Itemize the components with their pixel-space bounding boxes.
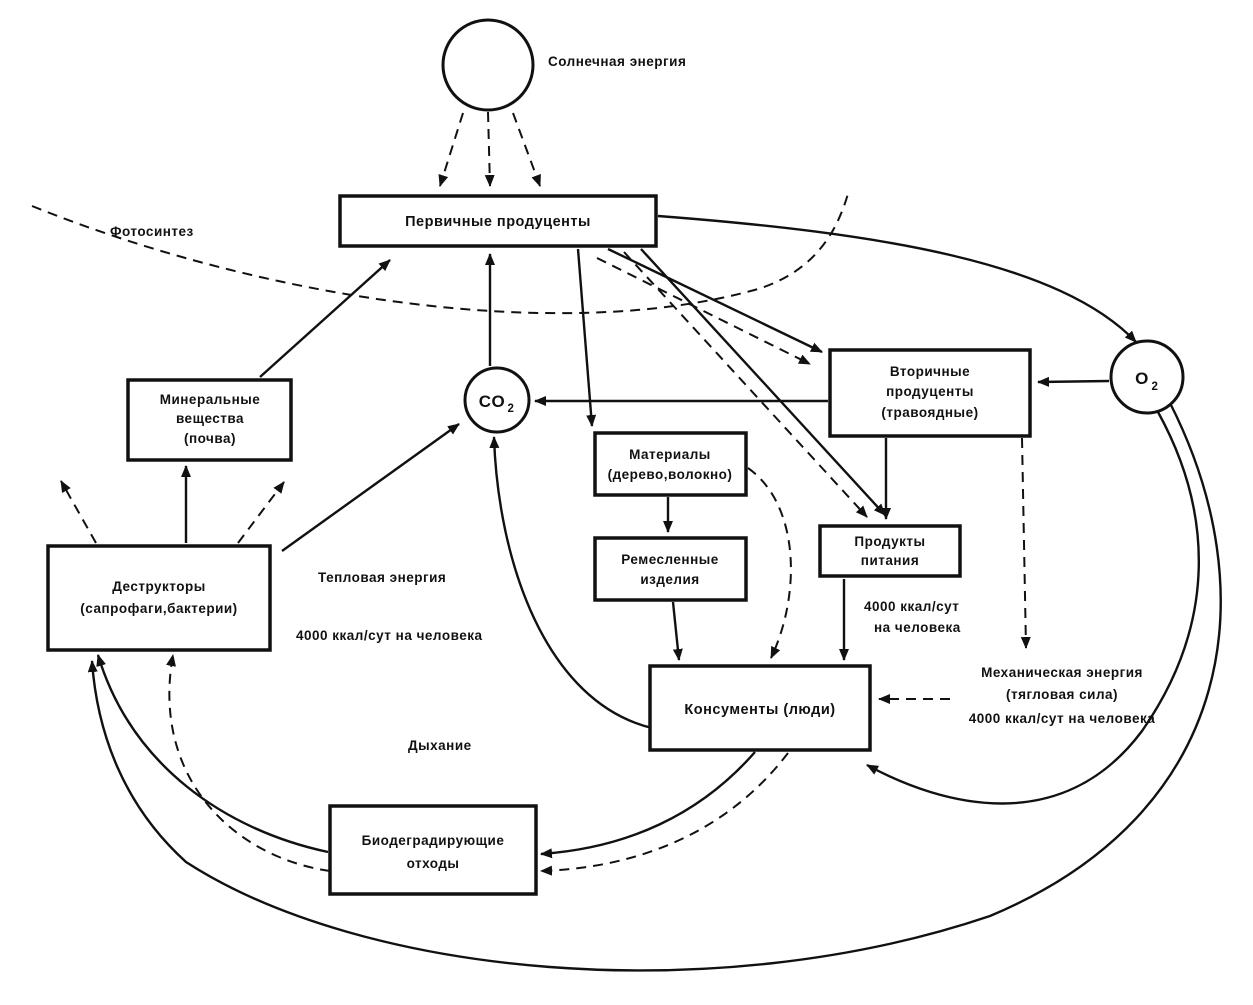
edge-primary-to-secondary-dashed <box>596 257 811 365</box>
sun-label: Солнечная энергия <box>548 54 686 69</box>
destructors-box <box>46 544 272 652</box>
secondary-producers-label-line2: продуценты <box>886 384 974 399</box>
edge-primary-to-secondary <box>607 247 823 354</box>
edge-primary-to-food-dashed <box>623 251 868 518</box>
destructors-label-line1: Деструкторы <box>112 579 206 594</box>
materials-label-line1: Материалы <box>629 447 711 462</box>
secondary-producers-label-line1: Вторичные <box>890 364 970 379</box>
primary-producers-box <box>338 194 658 248</box>
thermal-energy-label: Тепловая энергия <box>318 570 446 585</box>
food-products-box <box>818 524 962 578</box>
edge-o2-loop-to-consumers <box>866 411 1201 805</box>
craft-products-box <box>593 536 748 602</box>
edge-consumers-to-waste-dashed <box>540 752 789 876</box>
edge-materials-to-consumers-dashed <box>747 467 792 659</box>
edge-primary-to-o2 <box>657 214 1137 343</box>
co2-subscript: 2 <box>508 403 515 415</box>
consumers-label: Консументы (люди) <box>684 702 835 718</box>
o2-label: O <box>1135 369 1149 388</box>
edge-outer-loop-to-destructors <box>87 402 1222 972</box>
edge-primary-to-food <box>640 248 886 516</box>
edge-photosynthesis-arc <box>31 189 850 315</box>
photosynthesis-label: Фотосинтез <box>110 224 194 239</box>
materials-label-line2: (дерево,волокно) <box>608 467 733 482</box>
biodegradable-waste-label-line1: Биодеградирующие <box>362 833 505 848</box>
mechanical-energy-label-line2: (тягловая сила) <box>1006 687 1118 702</box>
edge-waste-to-destructors <box>96 654 329 854</box>
edge-destructors-out-right-dashed <box>237 481 285 544</box>
craft-products-label-line2: изделия <box>640 572 699 587</box>
consumers-box <box>648 664 872 752</box>
mineral-substances-box <box>126 378 293 462</box>
materials-box <box>593 431 748 497</box>
craft-products-label-line1: Ремесленные <box>621 552 719 567</box>
edge-destructors-to-co2 <box>281 423 460 552</box>
edge-o2-to-secondary <box>1037 376 1110 387</box>
biodegradable-waste-label-line2: отходы <box>407 856 460 871</box>
primary-producers-label: Первичные продуценты <box>405 214 591 230</box>
food-products-label-line1: Продукты <box>854 534 925 549</box>
food-products-label-line2: питания <box>861 553 919 568</box>
o2-node <box>1109 339 1185 415</box>
mechanical-energy-label-line1: Механическая энергия <box>981 665 1143 680</box>
mineral-substances-label-line1: Минеральные <box>160 392 261 407</box>
free-labels-group: Фотосинтез Тепловая энергия 4000 ккал/су… <box>110 224 1155 753</box>
edge-sun-to-primary-right <box>512 112 541 187</box>
edge-consumers-to-waste <box>540 751 756 859</box>
mechanical-energy-label-line3: 4000 ккал/сут на человека <box>969 711 1155 726</box>
kcal-per-person-right-label-line2: на человека <box>874 620 961 635</box>
edge-mineral-to-primary <box>259 259 391 378</box>
co2-node <box>463 366 531 434</box>
edge-sun-to-primary-left <box>438 112 464 187</box>
respiration-label: Дыхание <box>408 738 472 753</box>
edge-destructors-out-left-dashed <box>60 480 97 544</box>
mineral-substances-label-line2: вещества <box>176 411 244 426</box>
nodes-group: Солнечная энергия Первичные продуценты М… <box>46 18 1185 896</box>
edge-crafts-to-consumers <box>671 601 683 661</box>
secondary-producers-label-line3: (травоядные) <box>881 405 978 420</box>
edge-primary-to-materials <box>576 248 597 427</box>
kcal-per-person-left-label: 4000 ккал/сут на человека <box>296 628 482 643</box>
edges-group <box>31 111 1222 972</box>
kcal-per-person-right-label-line1: 4000 ккал/сут <box>864 599 959 614</box>
secondary-producers-box <box>828 348 1032 438</box>
destructors-label-line2: (сапрофаги,бактерии) <box>80 601 237 616</box>
edge-sun-to-primary-mid <box>484 111 495 187</box>
o2-subscript: 2 <box>1152 381 1159 393</box>
biodegradable-waste-box <box>328 804 538 896</box>
mineral-substances-label-line3: (почва) <box>184 431 236 446</box>
co2-label: CO <box>479 392 506 411</box>
sun-node <box>441 18 535 112</box>
edge-secondary-to-mechanical <box>1020 437 1031 649</box>
edge-consumers-to-co2-respiration <box>489 436 653 730</box>
edge-waste-to-destructors-dashed <box>166 654 331 872</box>
